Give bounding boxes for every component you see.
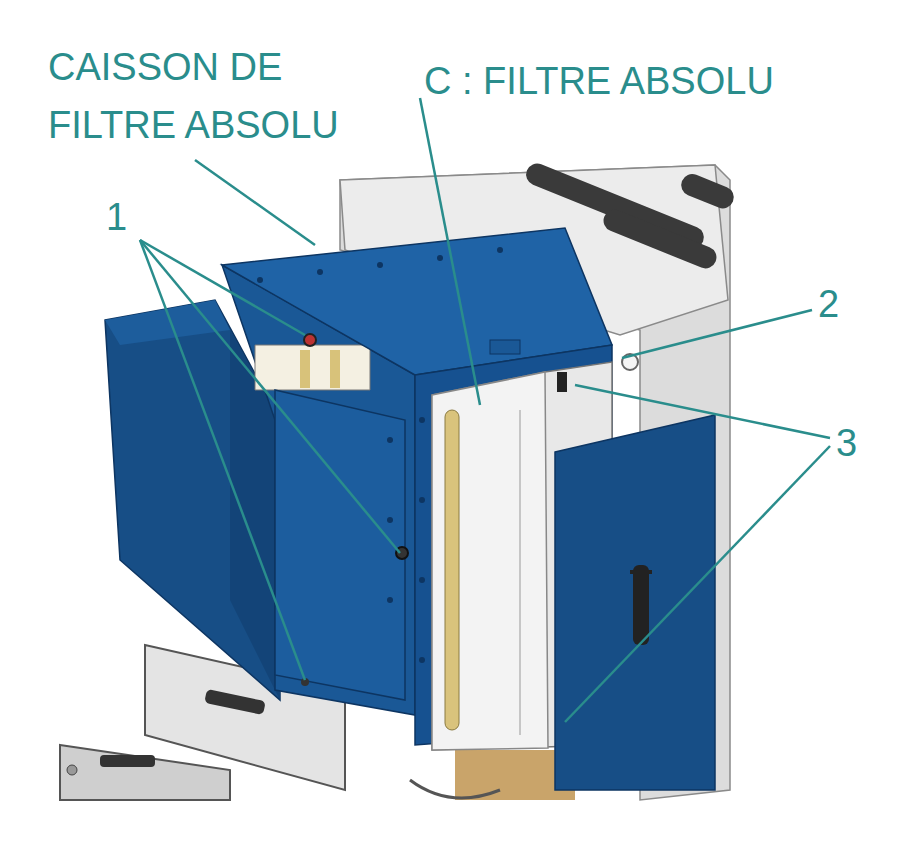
part-label: C : FILTRE ABSOLU xyxy=(424,52,884,110)
part-label: CAISSON DE FILTRE ABSOLU xyxy=(48,38,393,154)
callout-number: 3 xyxy=(836,414,876,472)
callout-number: 2 xyxy=(818,275,858,333)
callout-number: 1 xyxy=(106,188,146,246)
